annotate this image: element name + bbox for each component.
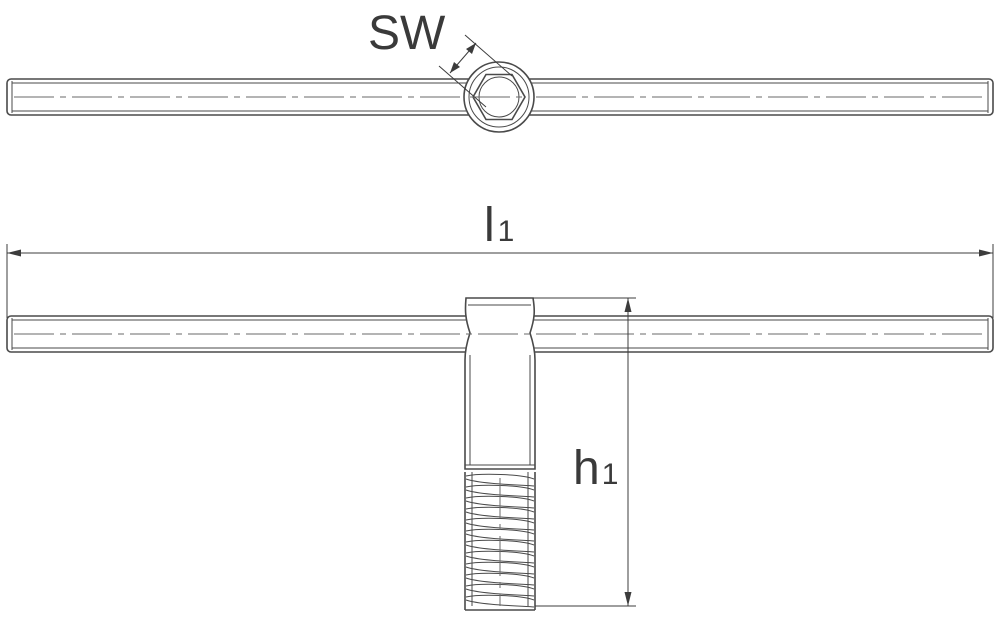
h1-label-subscript: 1 (602, 458, 619, 491)
thread-crests (465, 473, 535, 608)
thread-crest (465, 561, 535, 575)
hub-shank-outline (464, 297, 536, 470)
thread-crest (465, 484, 535, 498)
l1-arrowhead (979, 249, 993, 257)
h1-arrowhead (624, 592, 632, 606)
thread-crest (465, 539, 535, 553)
sw-extension-line (464, 34, 513, 77)
side-view (6, 297, 994, 611)
sw-arrowhead (466, 43, 476, 54)
top-view (6, 61, 994, 133)
h1-arrowhead (624, 298, 632, 312)
thread-crest (465, 583, 535, 597)
thread-crest (465, 495, 535, 509)
sw-extension-line (438, 65, 487, 108)
thread-crest (465, 550, 535, 564)
l1-label-subscript: 1 (498, 215, 515, 248)
thread-crest (465, 506, 535, 520)
l1-label-main: l (484, 199, 495, 252)
thread-crest (465, 528, 535, 542)
socket-middle-circle (468, 66, 530, 128)
l1-arrowhead (7, 249, 21, 257)
sw-label: SW (368, 7, 446, 60)
thread-crest (465, 473, 535, 487)
sw-arrowhead (450, 62, 460, 73)
h1-label: h1 (573, 442, 618, 495)
sw-dimension: SW (368, 7, 513, 108)
thread-crest (465, 572, 535, 586)
h1-dimension: h1 (533, 297, 636, 607)
thread-crest (465, 594, 535, 608)
h1-label-main: h (573, 442, 600, 495)
threaded-section (464, 472, 536, 611)
thread-crest (465, 517, 535, 531)
